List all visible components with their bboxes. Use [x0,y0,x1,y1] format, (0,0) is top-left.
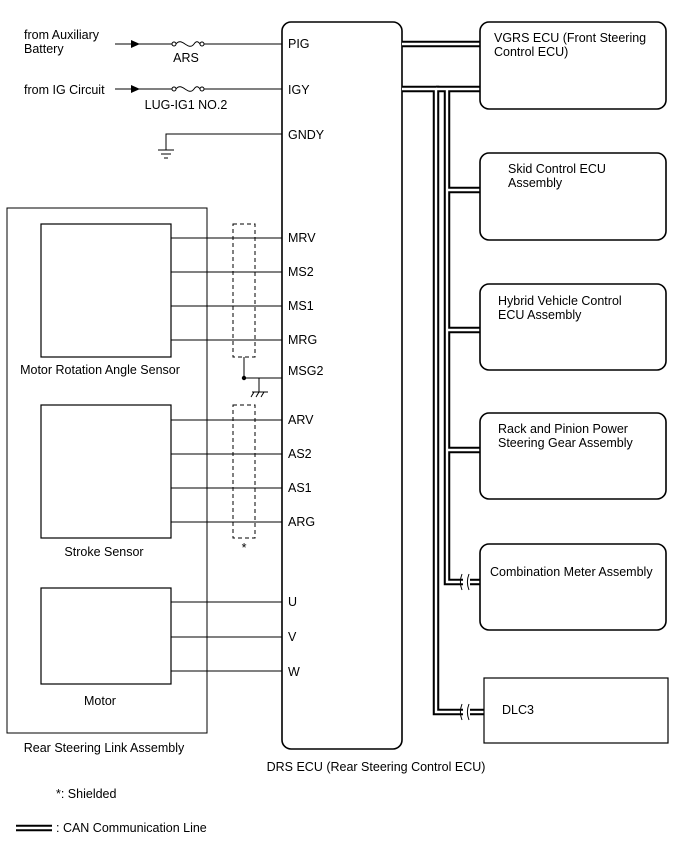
can-bus [402,40,484,716]
motor-rotation-angle-sensor-box [40,223,172,358]
terminal-igy: IGY [288,83,310,97]
rack-pinion-steering-gear-box [479,412,667,500]
lug-fuse-label: LUG-IG1 NO.2 [145,98,228,112]
ars-fuse-icon [175,41,201,47]
combination-meter-label: Combination Meter Assembly [490,565,653,579]
lug-fuse-icon [175,86,201,92]
motor-rotation-angle-sensor-label: Motor Rotation Angle Sensor [20,363,180,377]
drs-ecu-box [281,21,403,750]
rear-steering-link-assembly-label: Rear Steering Link Assembly [24,741,185,755]
legend-shielded: *: Shielded [56,787,117,801]
msg2-wire [243,357,282,379]
stroke-sensor-label: Stroke Sensor [64,545,143,559]
terminal-mrg: MRG [288,333,317,347]
terminal-v: V [288,630,297,644]
ars-fuse-terminal-left [171,41,177,47]
terminal-w: W [288,665,300,679]
gndy-wire [165,133,282,150]
aux-arrow-icon [131,40,140,48]
terminal-pig: PIG [288,37,310,51]
terminal-msg2: MSG2 [288,364,323,378]
drs-ecu-label: DRS ECU (Rear Steering Control ECU) [267,760,486,774]
msg2-junction [241,375,247,381]
terminal-mrv: MRV [288,231,316,245]
terminal-as2: AS2 [288,447,312,461]
terminal-u: U [288,595,297,609]
terminal-ms2: MS2 [288,265,314,279]
terminal-arg: ARG [288,515,315,529]
vgrs-ecu-box [479,21,667,110]
dlc3-box [483,677,669,744]
msg2-chassis-ground-icon [250,391,268,398]
shield-mark: * [242,541,247,555]
terminal-as1: AS1 [288,481,312,495]
dlc3-connector-icon [460,703,470,721]
skid-control-ecu-box [479,152,667,241]
motor-label: Motor [84,694,116,708]
stroke-sensor-shield [232,404,256,539]
legend-can-line: : CAN Communication Line [56,821,207,835]
ig-arrow-icon [131,85,140,93]
ars-fuse-terminal-right [199,41,205,47]
lug-fuse-terminal-right [199,86,205,92]
ig-circuit-label: from IG Circuit [24,83,105,97]
terminal-ms1: MS1 [288,299,314,313]
gndy-ground-icon [158,149,174,159]
dlc3-label: DLC3 [502,703,534,717]
stroke-sensor-box [40,404,172,539]
motor-box [40,587,172,685]
combination-meter-connector-icon [460,573,470,591]
lug-fuse-terminal-left [171,86,177,92]
motor-sensor-shield [232,223,256,358]
ars-fuse-label: ARS [173,51,199,65]
combination-meter-box [479,543,667,631]
terminal-gndy: GNDY [288,128,325,142]
terminal-arv: ARV [288,413,314,427]
hybrid-vehicle-control-ecu-box [479,283,667,371]
